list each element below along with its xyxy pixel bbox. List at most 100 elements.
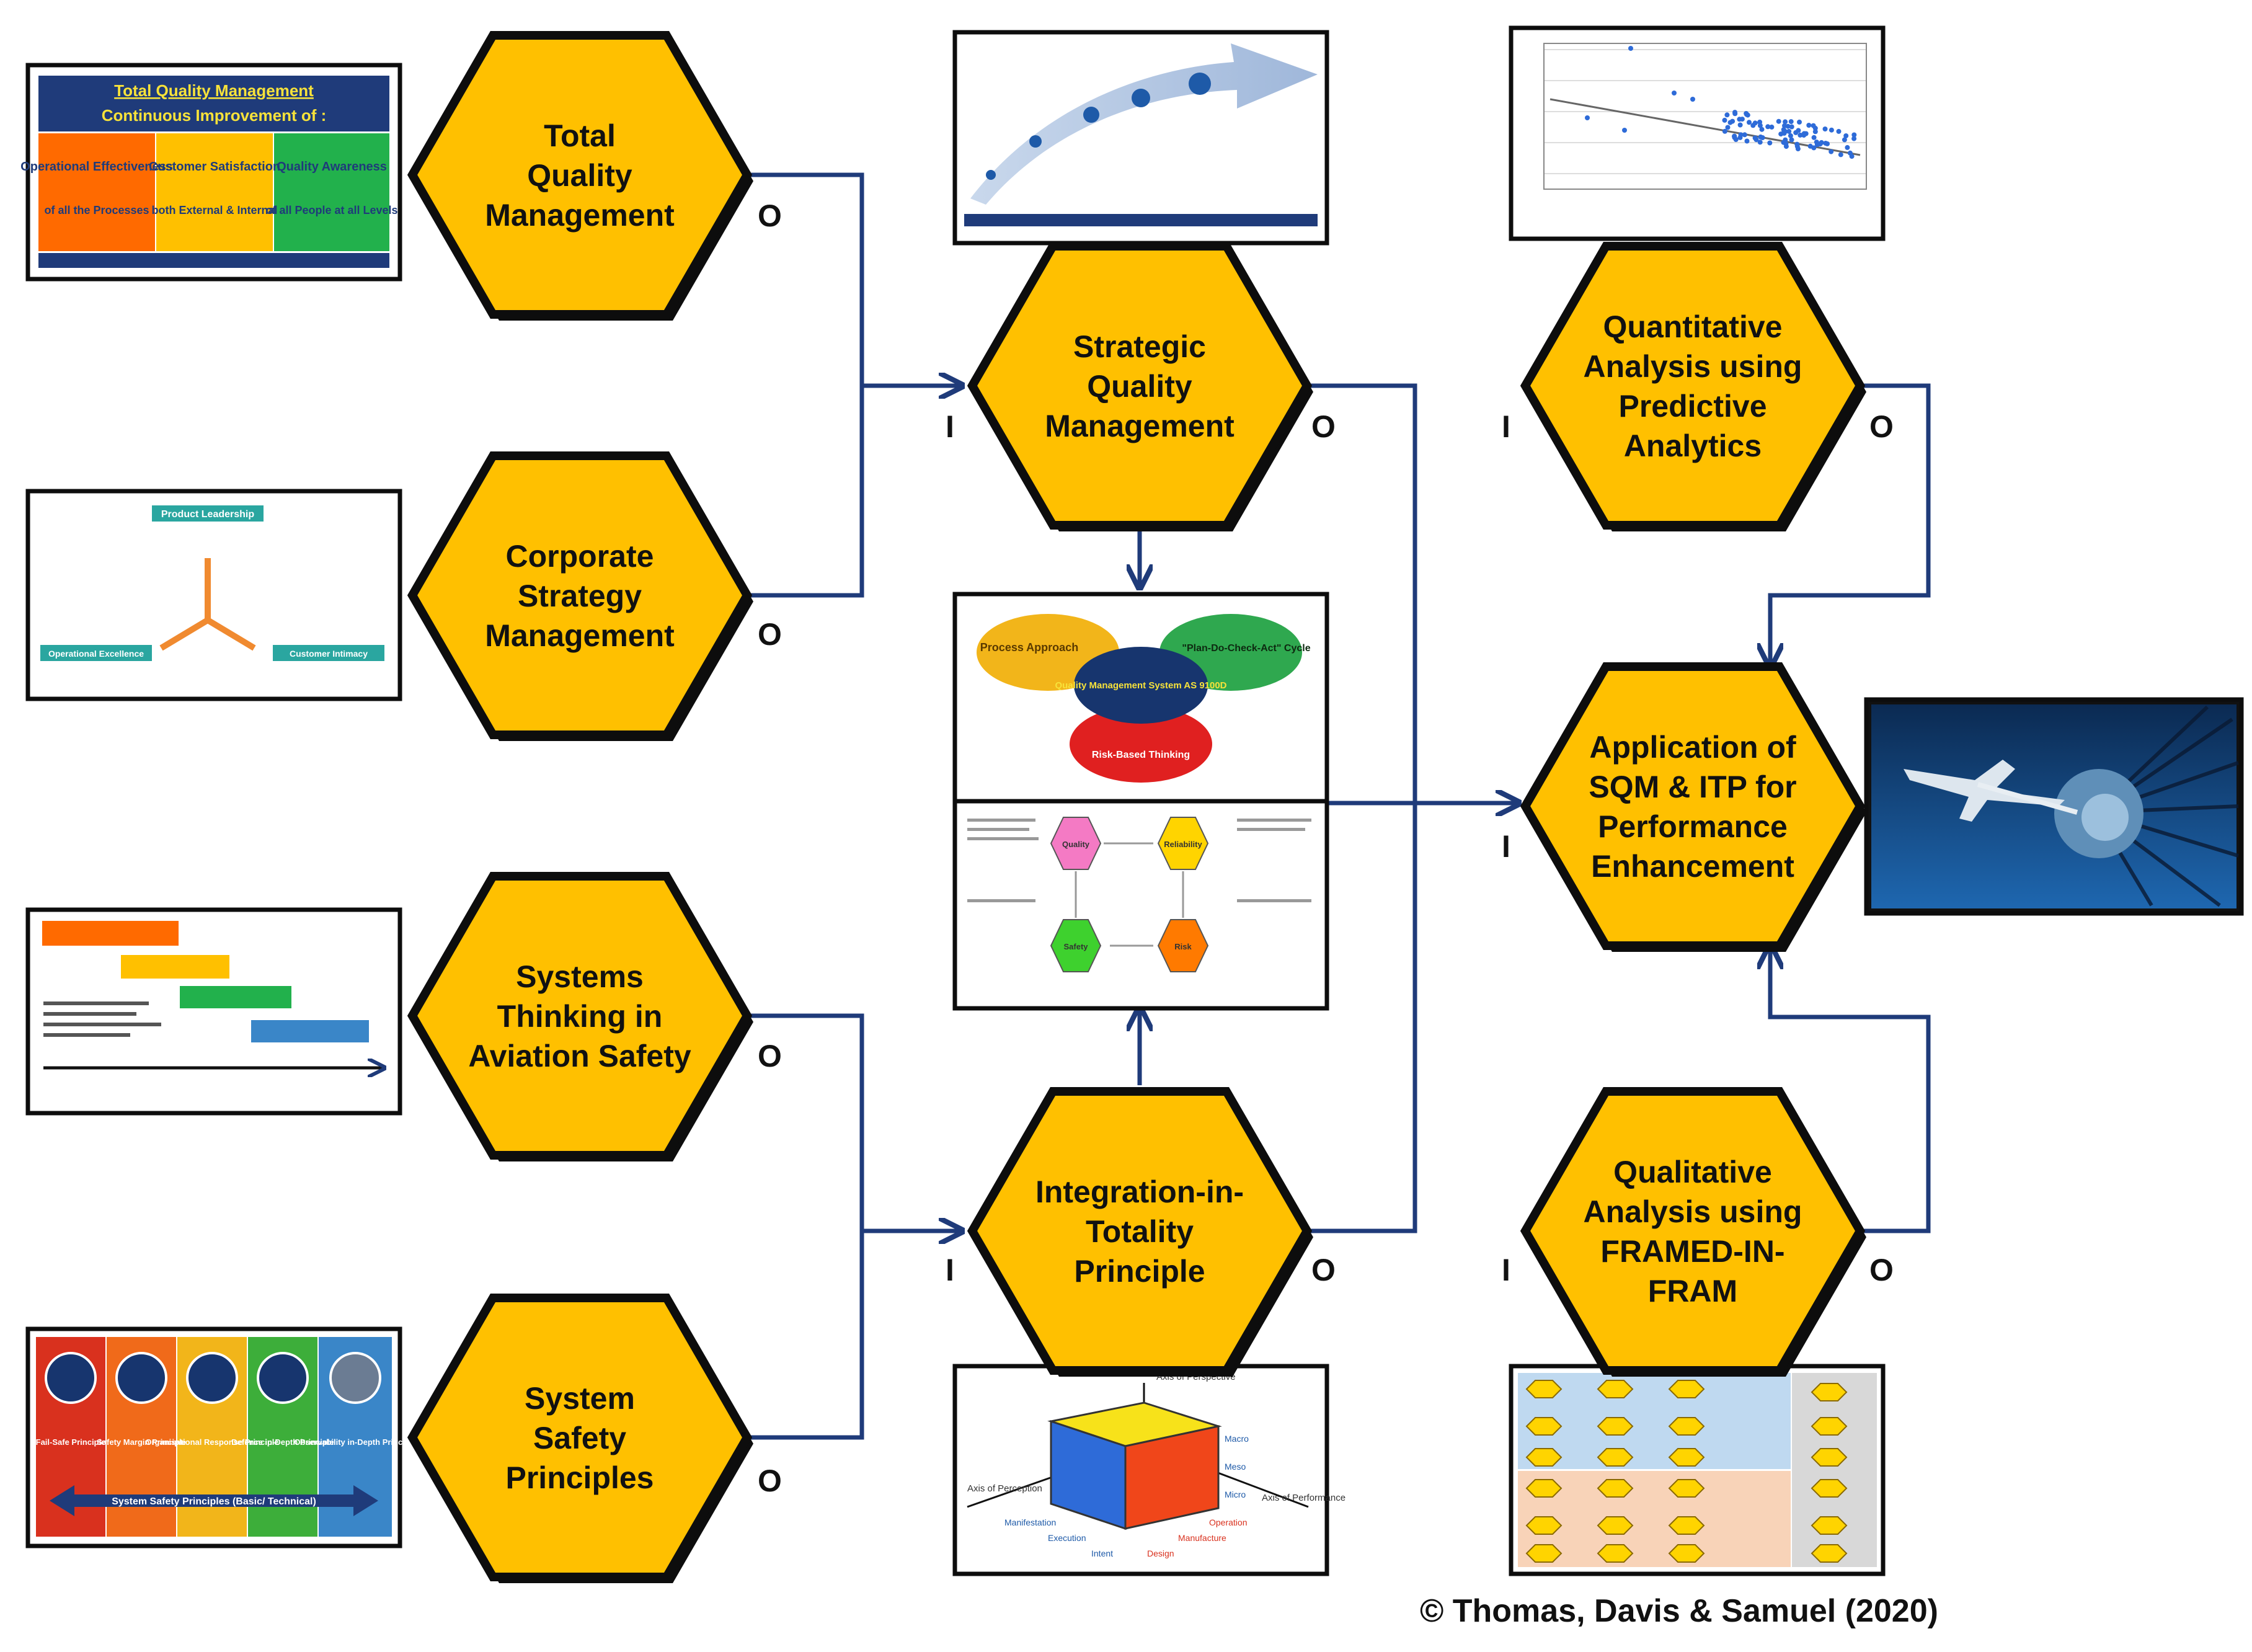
ssp-col-2: Safety Margin Principle	[97, 1437, 186, 1447]
scatter-dot	[1585, 115, 1590, 120]
hex-application-sqm-itp-line-2: SQM & ITP for	[1589, 770, 1796, 804]
tqm-thumb-subtitle: Continuous Improvement of :	[102, 106, 327, 125]
fram-thumbnail	[1509, 1364, 1886, 1576]
quant-output-port: O	[1869, 409, 1894, 444]
fram-function-hex	[1525, 1417, 1563, 1436]
hex-corporate-strategy-management-line-1: Corporate	[506, 539, 654, 574]
connectors	[750, 172, 1931, 1440]
qms-pdca: "Plan-Do-Check-Act" Cycle	[1182, 643, 1310, 654]
cube-micro: Micro	[1225, 1490, 1246, 1499]
fram-function-hex	[1525, 1448, 1563, 1467]
scatter-dot	[1783, 137, 1788, 143]
tqm-col-3-sub: of all People at all Levels	[265, 204, 397, 216]
safety-output-port: O	[758, 1463, 782, 1498]
connector-qual-out	[1770, 946, 1931, 1233]
scatter-dot	[1622, 128, 1627, 133]
cube-design: Design	[1147, 1548, 1174, 1558]
hex-total-quality-management-line-2: Quality	[527, 158, 632, 193]
hex-strategic-quality-management-line-3: Management	[1045, 409, 1235, 443]
hex-qualitative-analysis-line-1: Qualitative	[1613, 1155, 1772, 1189]
fram-function-hex	[1811, 1479, 1848, 1498]
qual-input-port: I	[1502, 1253, 1510, 1287]
scatter-dot	[1797, 119, 1802, 125]
scatter-dot	[1742, 132, 1747, 138]
tqm-col-2-head: Customer Satisfaction	[149, 160, 280, 174]
systems-thumbnail	[25, 907, 402, 1116]
scatter-dot	[1845, 144, 1850, 150]
corp-output-port: O	[758, 617, 782, 652]
scatter-dot	[1722, 117, 1727, 123]
corp-left-label: Operational Excellence	[48, 649, 144, 659]
scatter-dot	[1851, 132, 1857, 138]
scatter-dot	[1757, 123, 1763, 128]
hex-quantitative-analysis-line-4: Analytics	[1624, 429, 1762, 463]
fram-function-hex	[1525, 1516, 1563, 1535]
fram-function-hex	[1668, 1448, 1705, 1467]
tqm-thumbnail: Total Quality Management Continuous Impr…	[20, 63, 402, 282]
scatter-dot	[1783, 144, 1789, 149]
scatter-dot	[1781, 127, 1786, 132]
scatter-dot	[1757, 140, 1763, 145]
tqm-col-1-sub: of all the Processes	[44, 204, 149, 216]
fram-function-hex	[1668, 1417, 1705, 1436]
safety-thumbnail: Fail-Safe Principle Safety Margin Princi…	[25, 1326, 417, 1548]
fram-function-hex	[1597, 1448, 1634, 1467]
scatter-dot	[1789, 137, 1794, 143]
scatter-dot	[1788, 119, 1794, 125]
cube-execution: Execution	[1048, 1533, 1086, 1543]
scatter-dot	[1744, 111, 1749, 116]
scatter-dot	[1737, 135, 1743, 140]
ssp-col-5: Observability in-Depth Principle	[294, 1437, 416, 1447]
hex-corporate-strategy-management-line-2: Strategy	[518, 579, 642, 613]
tqm-col-3-head: Quality Awareness	[277, 160, 387, 174]
hex-total-quality-management-line-3: Management	[485, 198, 675, 233]
fram-function-hex	[1811, 1448, 1848, 1467]
fram-function-hex	[1597, 1380, 1634, 1398]
hex-qualitative-analysis-line-4: FRAM	[1648, 1274, 1737, 1308]
copyright: © Thomas, Davis & Samuel (2020)	[1420, 1593, 1938, 1629]
scatter-dot	[1786, 128, 1792, 134]
iit-output-port: O	[1311, 1253, 1336, 1287]
sqm-thumbnail	[952, 30, 1329, 246]
scatter-dot	[1793, 130, 1799, 135]
scatter-dot	[1836, 128, 1842, 134]
scatter-dot	[1806, 123, 1812, 128]
scatter-dot	[1672, 91, 1677, 95]
tqm-col-1-head: Operational Effectiveness	[20, 160, 173, 174]
qms-hex-risk: Risk	[1174, 942, 1192, 951]
hex-integration-in-totality-line-3: Principle	[1074, 1254, 1205, 1289]
systems-output-port: O	[758, 1039, 782, 1073]
scatter-dot	[1785, 123, 1791, 129]
corp-top-label: Product Leadership	[161, 509, 254, 520]
quant-input-port: I	[1502, 409, 1510, 444]
fram-function-hex	[1811, 1544, 1848, 1563]
scatter-dot	[1801, 133, 1807, 138]
tqm-col-2-sub: both External & Internal	[151, 204, 277, 216]
scatter-dot	[1628, 46, 1633, 51]
cube-intent: Intent	[1091, 1548, 1113, 1558]
scatter-dot	[1765, 124, 1771, 130]
scatter-dot	[1822, 127, 1828, 131]
scatter-dot	[1725, 125, 1731, 130]
scatter-dot	[1795, 146, 1801, 151]
sqm-output-port: O	[1311, 409, 1336, 444]
cube-performance: Axis of Performance	[1262, 1493, 1345, 1503]
scatter-dot	[1851, 136, 1857, 141]
fram-function-hex	[1525, 1380, 1563, 1398]
scatter-dot	[1783, 119, 1788, 125]
hex-quantitative-analysis-line-2: Analysis using	[1584, 349, 1802, 384]
scatter-dot	[1737, 122, 1743, 128]
scatter-dot	[1823, 141, 1829, 146]
scatter-dot	[1829, 149, 1834, 154]
sqm-input-port: I	[946, 409, 954, 444]
scatter-dot	[1811, 135, 1817, 140]
fram-function-hex	[1597, 1544, 1634, 1563]
scatter-dot	[1812, 125, 1818, 131]
scatter-dot	[1776, 118, 1781, 124]
fram-function-hex	[1668, 1544, 1705, 1563]
hexagon-layer: TotalQualityManagementCorporateStrategyM…	[407, 31, 1866, 1583]
